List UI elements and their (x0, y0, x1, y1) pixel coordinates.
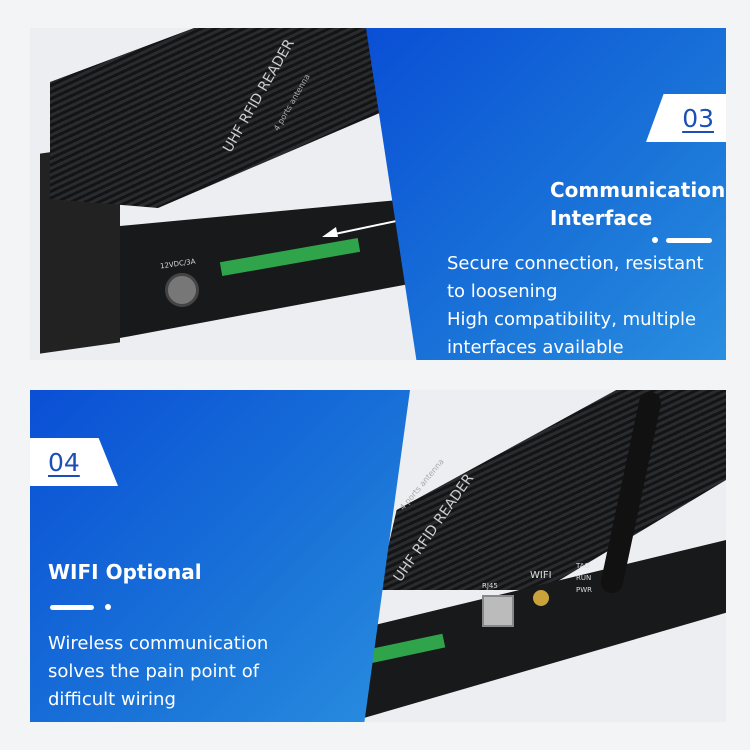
title-line: Interface (550, 206, 653, 230)
section-wifi-optional: RJ45 WIFI TAG RUN PWR UHF RFID READER 4 … (30, 390, 726, 722)
desc-line: interfaces available (447, 337, 624, 358)
led-tag-label: TAG (576, 562, 590, 570)
title-line: Communication (550, 178, 726, 202)
led-run-label: RUN (576, 574, 592, 582)
section-description: Wireless communication solves the pain p… (48, 630, 268, 714)
section-communication-interface: 12VDC/3A UHF RFID READER 4 ports antenna… (30, 28, 726, 360)
section-description: Secure connection, resistant to loosenin… (447, 250, 704, 360)
antenna-connector (533, 590, 549, 606)
device-top-heatsink (50, 28, 410, 208)
rj45-port (482, 595, 514, 627)
desc-line: High compatibility, multiple (447, 309, 697, 330)
info-card-blue (366, 28, 726, 360)
decor-dot (105, 604, 111, 610)
wifi-label: WIFI (530, 570, 552, 581)
section-title: WIFI Optional (48, 560, 202, 584)
rj45-label: RJ45 (482, 582, 498, 590)
section-title: Communication Interface (550, 176, 725, 232)
desc-line: to loosening (447, 281, 558, 302)
decor-dash (666, 238, 712, 243)
power-jack (165, 273, 199, 307)
decor-dot (652, 237, 658, 243)
desc-line: Secure connection, resistant (447, 253, 704, 274)
desc-line: difficult wiring (48, 689, 176, 710)
desc-line: Wireless communication (48, 633, 269, 654)
decor-dash (50, 605, 94, 610)
led-pwr-label: PWR (576, 586, 593, 594)
desc-line: solves the pain point of (48, 661, 260, 682)
